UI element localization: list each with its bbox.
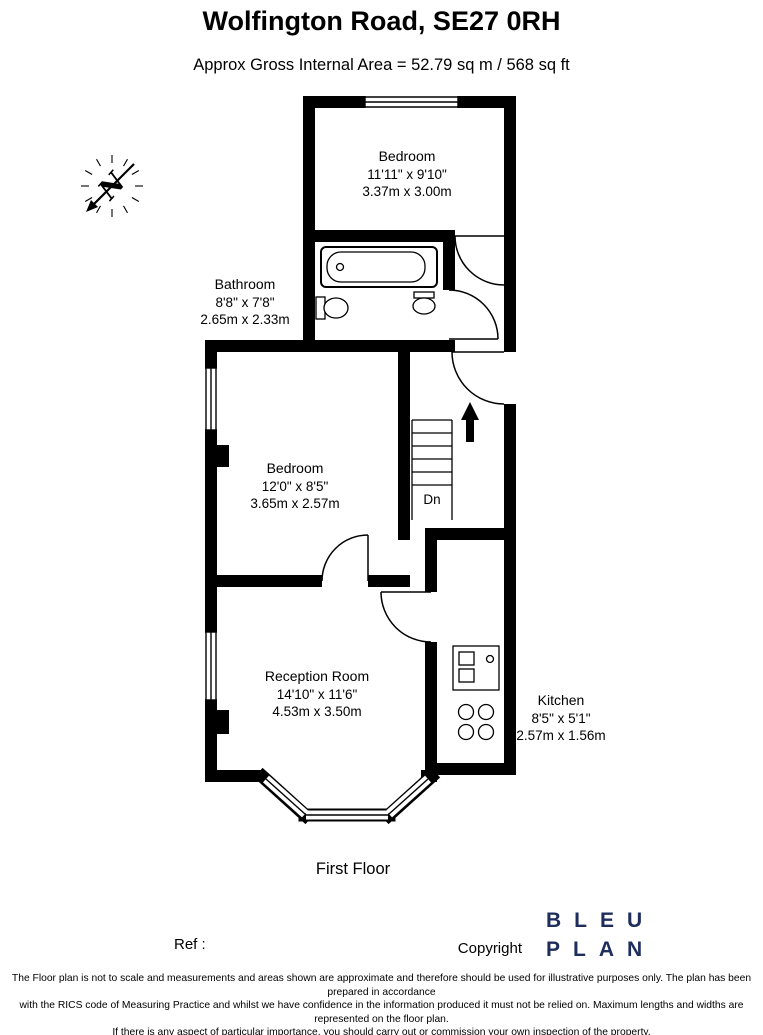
door-bedroom-top — [454, 235, 505, 286]
room-label-bathroom: Bathroom 8'8" x 7'8" 2.65m x 2.33m — [200, 276, 289, 329]
north-compass-icon: N — [81, 155, 143, 217]
page-subtitle: Approx Gross Internal Area = 52.79 sq m … — [193, 56, 570, 74]
north-arrowhead — [86, 200, 98, 212]
door-bathroom — [448, 289, 499, 340]
room-name: Reception Room — [264, 668, 370, 684]
disclaimer-text: The Floor plan is not to scale and measu… — [0, 972, 763, 1035]
door-entry — [451, 351, 505, 405]
page-title: Wolfington Road, SE27 0RH — [202, 6, 561, 36]
door-kitchen — [380, 591, 432, 643]
room-name: Bedroom — [266, 460, 324, 476]
bathtub-icon — [320, 246, 438, 288]
room-dim-imperial: 8'8" x 7'8" — [215, 294, 275, 310]
room-dim-imperial: 11'11" x 9'10" — [367, 166, 447, 182]
disclaimer-line: If there is any aspect of particular imp… — [112, 1027, 651, 1035]
room-name: Bathroom — [214, 276, 276, 292]
room-dim-imperial: 12'0" x 8'5" — [261, 478, 329, 494]
room-label-bedroom-mid: Bedroom 12'0" x 8'5" 3.65m x 2.57m — [250, 460, 339, 513]
room-name: Kitchen — [537, 692, 585, 708]
toilet-icon — [315, 296, 349, 320]
room-dim-metric: 3.65m x 2.57m — [250, 496, 340, 511]
stove-icon — [457, 703, 495, 741]
disclaimer-line: with the RICS code of Measuring Practice… — [19, 1000, 744, 1025]
walls-group — [205, 96, 516, 782]
logo-line-1: BLEU — [546, 909, 656, 932]
room-label-kitchen: Kitchen 8'5" x 5'1" 2.57m x 1.56m — [516, 692, 605, 745]
room-dim-metric: 2.65m x 2.33m — [200, 312, 290, 327]
window-reception — [204, 631, 218, 701]
room-name: Bedroom — [378, 148, 436, 164]
logo-line-2: PLAN — [546, 938, 656, 961]
bay-window — [253, 767, 441, 825]
ref-label: Ref : — [174, 936, 206, 953]
room-dim-imperial: 14'10" x 11'6" — [276, 686, 358, 702]
room-dim-metric: 2.57m x 1.56m — [516, 728, 606, 743]
entrance-arrow-icon — [461, 402, 479, 442]
door-bedroom-mid — [321, 534, 369, 582]
room-dim-imperial: 8'5" x 5'1" — [531, 710, 591, 726]
kitchen-sink-icon — [452, 645, 500, 691]
copyright-label: Copyright — [457, 940, 522, 957]
room-label-bedroom-top: Bedroom 11'11" x 9'10" 3.37m x 3.00m — [362, 148, 451, 201]
stairs-dn-label: Dn — [421, 492, 443, 507]
floor-name-label: First Floor — [315, 860, 391, 878]
doors-group — [321, 235, 505, 643]
room-dim-metric: 4.53m x 3.50m — [272, 704, 362, 719]
disclaimer-line: The Floor plan is not to scale and measu… — [11, 973, 752, 998]
bleuplan-logo: BLEU PLAN — [546, 906, 655, 964]
window-bedroom-mid — [204, 367, 218, 431]
entry-door-opening — [503, 352, 517, 404]
window-bedroom-top — [364, 95, 459, 109]
bathroom-sink-icon — [412, 291, 436, 315]
room-dim-metric: 3.37m x 3.00m — [362, 184, 452, 199]
room-label-reception: Reception Room 14'10" x 11'6" 4.53m x 3.… — [265, 668, 369, 721]
staircase — [411, 419, 453, 520]
